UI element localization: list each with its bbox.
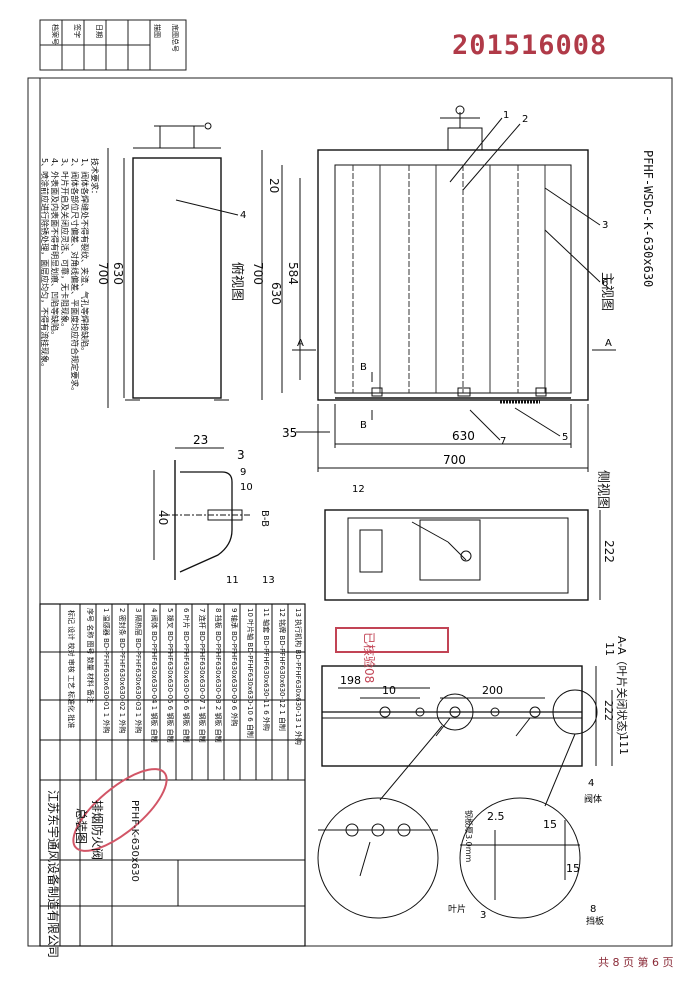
main-dims: [261, 150, 589, 472]
marker-a-right: A: [605, 338, 612, 349]
callout-9: 9: [240, 467, 246, 478]
company-seal: [72, 768, 168, 852]
dim-bb-40: 40: [156, 510, 170, 526]
model-code: PFHF-K-630x630: [129, 800, 140, 882]
label-blade: 叶片: [448, 903, 466, 915]
bom-header: 序号 名称 图号 数量 材料 备注: [86, 608, 94, 704]
outer-frame: [27, 77, 673, 947]
company-name: 江苏东宇通风设备制造有限公司: [46, 790, 60, 959]
callout-6: 6: [602, 278, 608, 289]
callout-3: 3: [602, 220, 608, 231]
dim-blade-span: 584: [286, 262, 300, 285]
product-name: 排烟防火阀: [90, 800, 104, 861]
bom-row-2: 2 密封条 BD-PFHF630x630-02 1 外购: [118, 608, 126, 734]
callout-10: 10: [240, 482, 253, 493]
dim-aa-10: 10: [382, 684, 396, 697]
bom-row-13: 13 执行机构 BD-PFHF630x630-13 1 外购: [294, 608, 302, 745]
tech-note-3: 3、叶片开启及关闭应灵活、可靠，无卡阻现象。: [60, 158, 69, 332]
view-top-title: 俯视图: [229, 262, 244, 302]
dim-aa-200: 200: [482, 684, 503, 697]
dim-height-inner: 630: [269, 282, 283, 305]
bom-row-9: 9 轴承 BD-PFHF630x630-09 6 外购: [230, 608, 238, 727]
title-block: [39, 603, 306, 947]
callout-leaders: [175, 117, 601, 441]
side-view: [324, 509, 601, 601]
callout-13: 13: [262, 575, 275, 586]
bom-row-4: 4 阀体 BD-PFHF630x630-04 1 钢板 自制: [150, 608, 158, 743]
dim-height-total: 700: [251, 262, 265, 285]
bom-row-11: 11 轴套 BD-PFHF630x630-11 6 外购: [262, 608, 270, 731]
view-main-title: 主视图: [599, 272, 614, 312]
dim-det-25: 2.5: [487, 810, 505, 823]
dim-top-total: 700: [96, 262, 110, 285]
callout-8: 8: [590, 904, 596, 915]
marker-b-bottom: B: [360, 420, 367, 431]
callout-7: 7: [500, 436, 506, 447]
callout-1: 1: [503, 110, 509, 121]
left-strip: [39, 19, 187, 71]
strip-sign: 签字: [73, 24, 81, 38]
dim-det-15b: 15: [566, 862, 580, 875]
main-view: [292, 105, 616, 420]
dim-bb-23: 23: [193, 433, 208, 447]
dim-inner-width: 630: [452, 429, 475, 443]
tech-note-2: 2、阀体各部位尺寸偏差、对角线偏差、平面度均应符合规定要求。: [70, 158, 79, 396]
page-note: 共 8 页 第 6 页: [598, 956, 674, 969]
strip-date: 日期: [95, 24, 103, 38]
marker-b-top: B: [360, 362, 367, 373]
view-aa-title: A-A（叶片关闭状态）: [615, 636, 628, 743]
dim-det-15a: 15: [543, 818, 557, 831]
callout-3-detail: 3: [480, 910, 486, 921]
dim-aa-198: 198: [340, 674, 361, 687]
drawing-number: 201516008: [452, 30, 608, 61]
section-bb: [153, 447, 250, 580]
strip-archive: 档案号: [51, 24, 59, 45]
tech-note-5: 5、喷涂前应进行除锈处理，面层应均匀，不得有流挂现象。: [40, 158, 49, 372]
callout-11: 11: [226, 575, 239, 586]
inspection-stamp-box: [335, 627, 449, 653]
label-plate: 钢板厚3.0mm: [464, 810, 473, 863]
dim-side-depth: 222: [602, 540, 616, 563]
title-block-rows: 标记 设计 校对 审核 工艺 标准化 批准: [67, 610, 75, 729]
bom-row-1: 1 温感器 BD-PFHF630x630-01 1 外购: [102, 608, 110, 734]
section-aa: [317, 665, 613, 919]
assembly-name: 总装图: [74, 808, 88, 845]
bom-row-3: 3 隔热层 BD-PFHF630x630-03 1 外购: [134, 608, 142, 734]
label-stop: 挡板: [586, 915, 604, 927]
view-side-title: 侧视图: [595, 470, 610, 510]
bom-row-5: 5 拨叉 BD-PFHF630x630-05 6 钢板 自制: [166, 608, 174, 743]
top-view: [107, 122, 229, 408]
callout-2: 2: [522, 114, 528, 125]
callout-5: 5: [562, 432, 568, 443]
bom-row-8: 8 挡板 BD-PFHF630x630-08 2 钢板 自制: [214, 608, 222, 743]
strip-base-no: 底图总号: [171, 24, 179, 52]
dim-total-width: 700: [443, 453, 466, 467]
bom-row-7: 7 连杆 BD-PFHF630x630-07 1 钢板 自制: [198, 608, 206, 743]
dim-top-gap: 20: [267, 178, 281, 194]
strip-trace: 描图: [153, 24, 161, 38]
callout-4-detail: 4: [588, 778, 594, 789]
bom-row-6: 6 叶片 BD-PFHF630x630-06 6 钢板 自制: [182, 608, 190, 743]
tech-note-4: 4、外表面及内表面不得有明显划痕、凹陷等缺陷。: [50, 158, 59, 340]
dim-top-inner: 630: [111, 262, 125, 285]
inspection-stamp: 已核验08: [362, 632, 376, 684]
dim-bb-3: 3: [237, 448, 245, 462]
label-frame: 阀体: [584, 793, 602, 805]
bom-row-12: 12 铭牌 BD-PFHF630x630-12 1 自制: [278, 608, 286, 731]
tech-note-0: 技术要求：: [90, 158, 99, 198]
dim-left-offset: 35: [282, 426, 297, 440]
tech-note-1: 1、阀体各焊缝处不得有裂纹、夹渣、气孔等焊接缺陷。: [80, 158, 89, 356]
bom-row-10: 10 叶片轴 BD-PFHF630x630-10 6 自制: [246, 608, 254, 738]
section-bb-label: B-B: [259, 510, 270, 527]
callout-4: 4: [240, 210, 246, 221]
callout-12: 12: [352, 484, 365, 495]
